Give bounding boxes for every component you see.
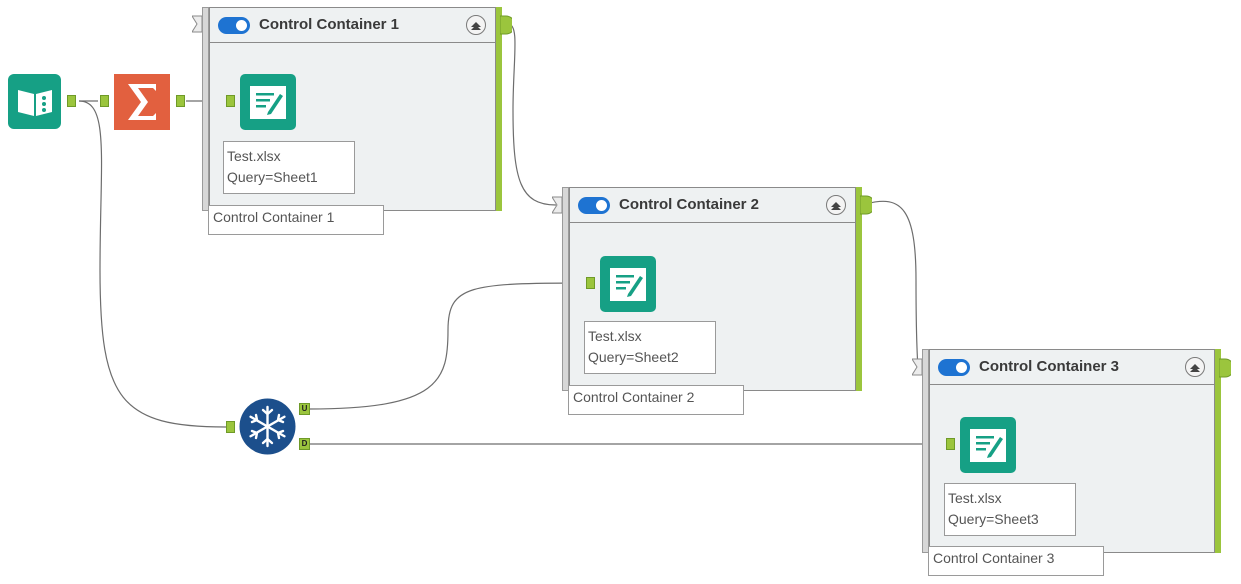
wire-directory-to-detour — [78, 100, 227, 428]
input-1-anchor[interactable] — [226, 95, 235, 107]
container-2-caption: Control Container 2 — [568, 385, 744, 415]
container-1-left-rail — [202, 7, 209, 211]
container-3-collapse-button[interactable] — [1185, 357, 1205, 377]
directory-book-icon — [8, 74, 61, 129]
container-1-title: Control Container 1 — [259, 16, 400, 33]
summarize-input-anchor[interactable] — [100, 95, 109, 107]
container-3-enable-toggle[interactable] — [938, 359, 970, 376]
container-1-out-connector[interactable] — [499, 14, 516, 41]
detour-tool[interactable] — [239, 398, 296, 455]
input-1-annotation: Test.xlsx Query=Sheet1 — [223, 141, 355, 194]
container-2-out-connector[interactable] — [859, 194, 876, 221]
container-2-collapse-button[interactable] — [826, 195, 846, 215]
container-3-title: Control Container 3 — [979, 358, 1120, 375]
detour-u-output-anchor[interactable]: U — [299, 403, 310, 415]
container-2-right-rail — [856, 187, 862, 391]
input-data-icon — [960, 417, 1016, 473]
detour-d-output-anchor[interactable]: D — [299, 438, 310, 450]
input-data-icon — [240, 74, 296, 130]
container-2-header[interactable]: Control Container 2 — [570, 188, 855, 223]
input-data-tool-3[interactable] — [960, 417, 1016, 473]
summarize-tool[interactable] — [114, 74, 170, 130]
input-2-anchor[interactable] — [586, 277, 595, 289]
container-1-enable-toggle[interactable] — [218, 17, 250, 34]
container-2-title: Control Container 2 — [619, 196, 760, 213]
input-data-tool-1[interactable] — [240, 74, 296, 130]
input-data-icon — [600, 256, 656, 312]
wire-cc2-out-to-cc3-in — [865, 200, 919, 368]
container-3-out-connector[interactable] — [1218, 357, 1235, 384]
input-1-query: Query=Sheet1 — [227, 169, 318, 185]
container-2-in-connector[interactable] — [551, 193, 563, 222]
input-2-query: Query=Sheet2 — [588, 349, 679, 365]
detour-input-anchor[interactable] — [226, 421, 235, 433]
directory-tool[interactable] — [8, 74, 61, 129]
container-3-in-connector[interactable] — [911, 355, 923, 384]
input-3-file: Test.xlsx — [948, 490, 1002, 506]
container-3-caption: Control Container 3 — [928, 546, 1104, 576]
chevron-up-icon — [1190, 364, 1200, 372]
container-3-header[interactable]: Control Container 3 — [930, 350, 1214, 385]
container-1-right-rail — [496, 7, 502, 211]
chevron-up-icon — [471, 22, 481, 30]
input-2-file: Test.xlsx — [588, 328, 642, 344]
wire-detour-u-to-input2 — [309, 282, 589, 410]
container-2-left-rail — [562, 187, 569, 391]
chevron-up-icon — [831, 202, 841, 210]
container-3-right-rail — [1215, 349, 1221, 553]
summarize-output-anchor[interactable] — [176, 95, 185, 107]
snowflake-icon — [239, 398, 296, 455]
container-3-left-rail — [922, 349, 929, 553]
input-1-file: Test.xlsx — [227, 148, 281, 164]
container-1-caption: Control Container 1 — [208, 205, 384, 235]
container-1-in-connector[interactable] — [191, 12, 203, 41]
input-3-anchor[interactable] — [946, 438, 955, 450]
container-1-header[interactable]: Control Container 1 — [210, 8, 495, 43]
input-3-query: Query=Sheet3 — [948, 511, 1039, 527]
directory-output-anchor[interactable] — [67, 95, 76, 107]
input-2-annotation: Test.xlsx Query=Sheet2 — [584, 321, 716, 374]
container-2-enable-toggle[interactable] — [578, 197, 610, 214]
input-data-tool-2[interactable] — [600, 256, 656, 312]
container-1-collapse-button[interactable] — [466, 15, 486, 35]
wire-cc1-out-to-cc2-in — [507, 23, 557, 206]
input-3-annotation: Test.xlsx Query=Sheet3 — [944, 483, 1076, 536]
sigma-icon — [114, 74, 170, 130]
